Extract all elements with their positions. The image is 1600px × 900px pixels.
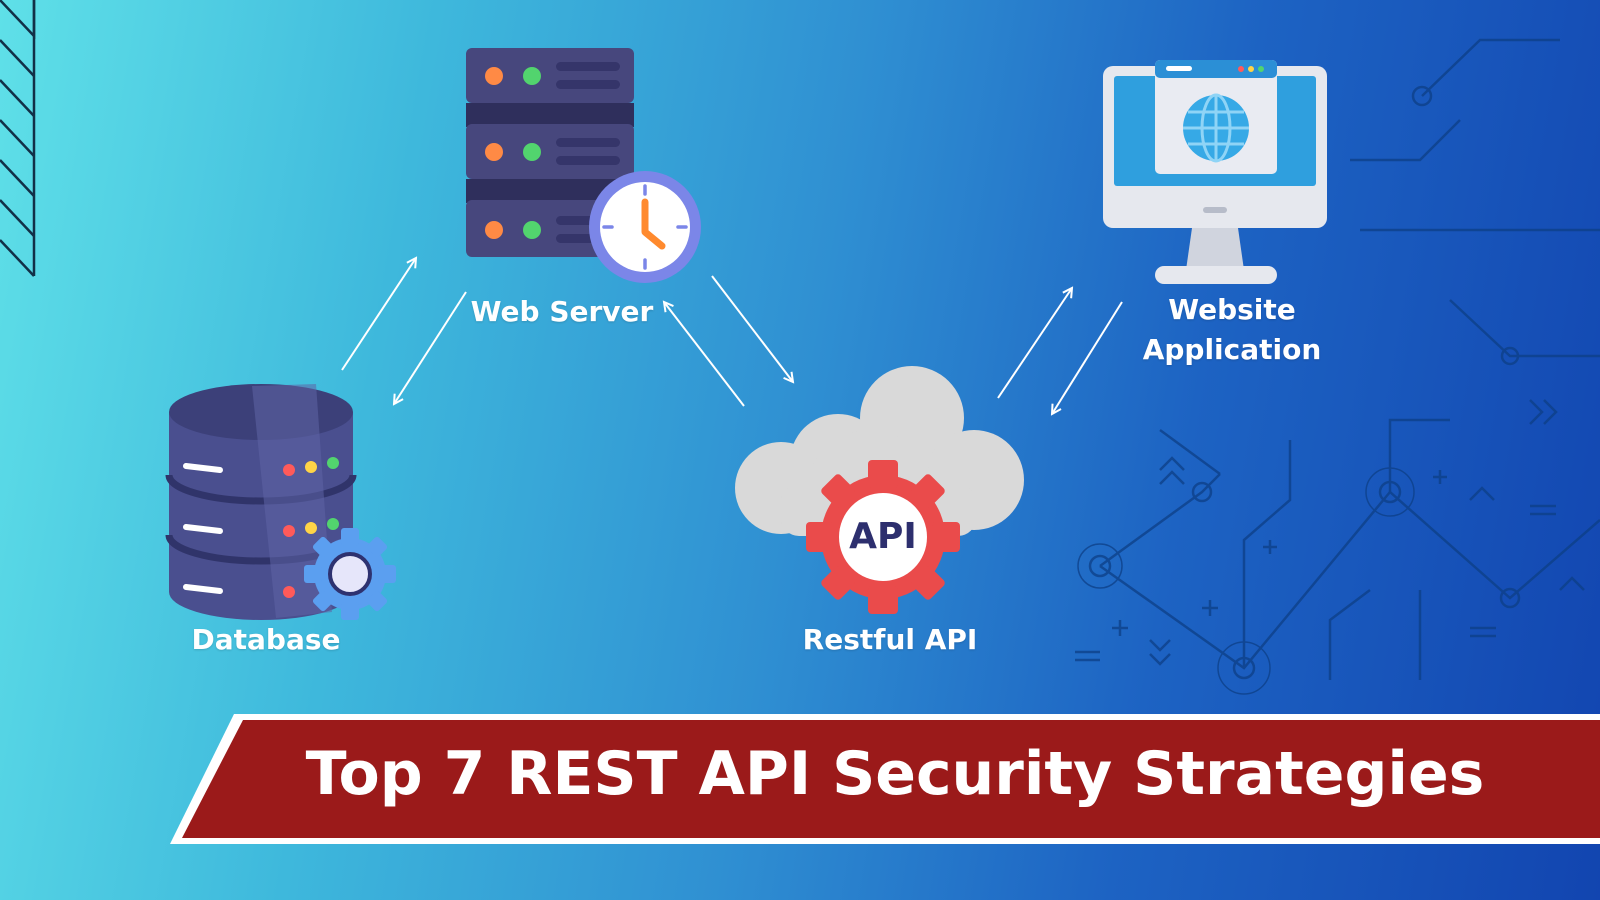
- banner-title: Top 7 REST API Security Strategies: [305, 739, 1485, 809]
- web-server-label: Web Server: [470, 295, 654, 328]
- website-application-label-line-2: Application: [1142, 332, 1322, 366]
- arrow-webserver-to-database: [394, 291, 467, 404]
- arrow-webserver-to-api: [711, 275, 793, 382]
- arrow-database-to-webserver: [341, 258, 416, 371]
- arrow-api-to-webserver: [664, 302, 745, 407]
- gear-icon: [304, 528, 396, 620]
- website-application-label-line-1: Website: [1168, 293, 1296, 326]
- diagonal-stripes-decoration: [0, 0, 36, 277]
- database-label: Database: [191, 623, 341, 656]
- restful-api-label: Restful API: [802, 623, 978, 656]
- arrow-api-to-website: [997, 288, 1072, 399]
- arrow-website-to-api: [1052, 301, 1123, 414]
- api-gear-icon: [806, 460, 960, 614]
- api-badge-label: API: [849, 516, 917, 557]
- website-application-label: Website Application: [1122, 290, 1342, 370]
- clock-icon: [589, 171, 701, 283]
- globe-icon: [1183, 93, 1249, 163]
